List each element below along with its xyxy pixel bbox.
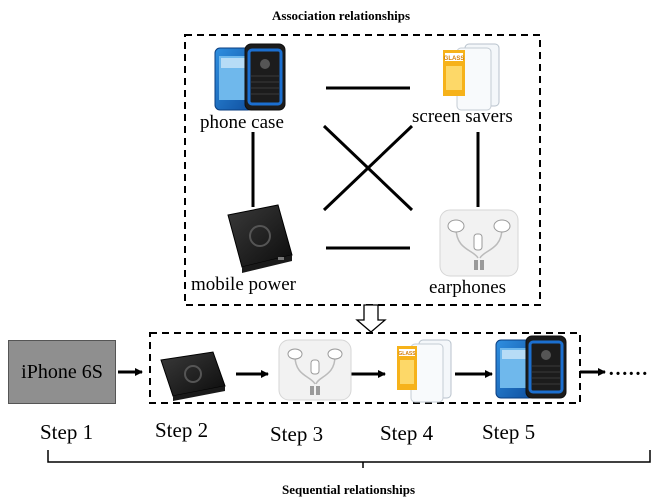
label-screen-savers: screen savers bbox=[412, 106, 513, 127]
step-label-4: Step 4 bbox=[380, 421, 434, 445]
step-label-3: Step 3 bbox=[270, 422, 324, 446]
svg-text:GLASS: GLASS bbox=[398, 351, 416, 357]
step-label-5: Step 5 bbox=[482, 420, 536, 444]
sequence-box bbox=[149, 332, 581, 404]
label-mobile-power: mobile power bbox=[191, 274, 297, 295]
step3-earphones-icon bbox=[278, 339, 352, 401]
earphones-icon bbox=[439, 209, 519, 277]
step-label-1: Step 1 bbox=[40, 420, 94, 444]
label-earphones: earphones bbox=[429, 277, 507, 298]
power-bank-icon bbox=[227, 204, 293, 273]
step4-screen-protector-icon: GLASS bbox=[397, 339, 452, 403]
continuation-dots: …… bbox=[608, 358, 648, 380]
svg-text:GLASS: GLASS bbox=[444, 56, 465, 62]
label-phone-case: phone case bbox=[200, 112, 284, 133]
sequence-arrows bbox=[118, 368, 606, 378]
link-cross-b bbox=[322, 124, 414, 212]
step-label-2: Step 2 bbox=[155, 418, 209, 442]
iphone-label: iPhone 6S bbox=[21, 360, 103, 383]
phone-case-icon bbox=[214, 43, 286, 111]
screen-protector-icon: GLASS bbox=[443, 43, 500, 111]
association-title: Association relationships bbox=[272, 8, 411, 23]
down-arrow bbox=[355, 304, 387, 333]
sequence-bracket bbox=[47, 450, 651, 468]
step5-phone-case-icon bbox=[495, 335, 567, 399]
association-lines bbox=[251, 86, 480, 250]
step2-power-bank-icon bbox=[160, 351, 226, 401]
sequential-title: Sequential relationships bbox=[282, 482, 416, 497]
iphone-start-box: iPhone 6S bbox=[8, 340, 116, 404]
